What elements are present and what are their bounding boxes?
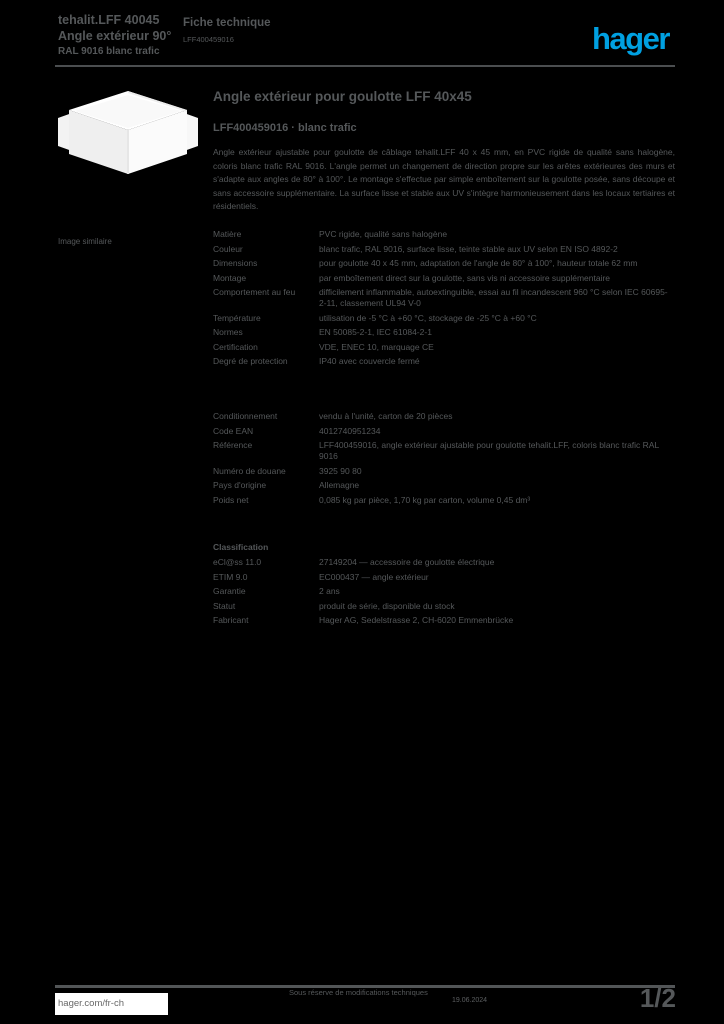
spec-section-logistics: Conditionnement vendu à l'unité, carton d… [213,411,675,509]
spec-value: par emboîtement direct sur la goulotte, … [319,272,611,283]
spec-row: ETIM 9.0 EC000437 — angle extérieur [213,572,675,583]
spec-label: Certification [213,341,258,352]
spec-label: eCl@ss 11.0 [213,557,262,567]
spec-row: Degré de protection IP40 avec couvercle f… [213,356,675,367]
product-image [58,88,198,176]
spec-label: Couleur [213,243,243,254]
footer-website-link[interactable]: hager.com/fr-ch [58,998,124,1009]
product-description: Angle extérieur ajustable pour goulotte … [213,147,675,211]
header-title-block: tehalit.LFF 40045 Angle extérieur 90° RA… [58,13,188,58]
spec-value: Hager AG, Sedelstrasse 2, CH-6020 Emmenb… [319,615,514,625]
spec-label: Température [213,312,261,323]
spec-value: 3925 90 80 [319,465,362,476]
header-title-line3: RAL 9016 blanc trafic [58,46,160,57]
spec-row: Fabricant Hager AG, Sedelstrasse 2, CH-60… [213,615,675,626]
spec-label: Garantie [213,586,246,596]
spec-value: EN 50085-2-1, IEC 61084-2-1 [319,327,432,337]
spec-label: Statut [213,600,236,611]
spec-row: Température utilisation de -5 °C à +60 °C… [213,313,675,324]
spec-section-general: Matière PVC rigide, qualité sans halogène… [213,229,675,371]
spec-label: ETIM 9.0 [213,571,248,582]
spec-row: Montage par emboîtement direct sur la gou… [213,273,675,284]
spec-value: vendu à l'unité, carton de 20 pièces [319,411,453,421]
spec-label: Normes [213,327,243,337]
image-note: Image similaire [58,237,112,246]
spec-value: 27149204 — accessoire de goulotte électr… [319,557,495,567]
spec-value: 2 ans [319,586,340,596]
footer-divider [55,985,675,988]
spec-value: VDE, ENEC 10, marquage CE [319,341,434,352]
product-title: Angle extérieur pour goulotte LFF 40x45 [213,89,472,104]
header-reference: LFF400459016 [183,35,234,44]
spec-label: Poids net [213,494,249,505]
spec-label: Matière [213,229,242,239]
product-subtitle: LFF400459016 · blanc trafic [213,122,357,134]
spec-label: Code EAN [213,425,254,436]
spec-value: difficilement inflammable, autoextinguib… [319,287,668,308]
spec-row: Matière PVC rigide, qualité sans halogène [213,229,675,240]
spec-label: Numéro de douane [213,465,286,476]
spec-label: Pays d'origine [213,480,267,490]
spec-value: 4012740951234 [319,425,381,436]
spec-label: Montage [213,272,247,283]
header-title-line1: tehalit.LFF 40045 [58,13,160,27]
spec-row: Statut produit de série, disponible du st… [213,601,675,612]
spec-value: utilisation de -5 °C à +60 °C, stockage … [319,312,537,323]
spec-label: Référence [213,440,253,450]
spec-section-heading: Classification [213,542,269,552]
spec-row: Référence LFF400459016, angle extérieur a… [213,440,675,462]
spec-value: LFF400459016, angle extérieur ajustable … [319,440,659,461]
footer-website-chip[interactable]: hager.com/fr-ch [55,993,168,1015]
footer-page-number: 1/2 [639,983,676,1013]
spec-row: Code EAN 4012740951234 [213,426,675,437]
spec-row: Garantie 2 ans [213,586,675,597]
spec-row: Pays d'origine Allemagne [213,480,675,491]
spec-value: PVC rigide, qualité sans halogène [319,229,448,239]
corner-piece-illustration [58,91,198,174]
spec-label: Conditionnement [213,411,278,421]
spec-label: Dimensions [213,258,258,268]
spec-value: Allemagne [319,480,360,490]
header-doc-type: Fiche technique [183,17,271,29]
spec-label: Fabricant [213,615,249,625]
header-subtitle-block: Fiche technique LFF400459016 [183,16,303,44]
spec-value: IP40 avec couvercle fermé [319,356,420,366]
spec-row: Certification VDE, ENEC 10, marquage CE [213,342,675,353]
spec-row: Couleur blanc trafic, RAL 9016, surface l… [213,244,675,255]
spec-section-classification: Classification eCl@ss 11.0 27149204 — acce… [213,542,675,630]
spec-label: Degré de protection [213,356,288,366]
footer-date: 19.06.2024 [452,997,488,1004]
hager-logo: hager [592,21,670,56]
spec-row: Comportement au feu difficilement inflamm… [213,287,675,309]
header-title-line2: Angle extérieur 90° [58,28,172,43]
spec-row: eCl@ss 11.0 27149204 — accessoire de goul… [213,557,675,568]
spec-value: pour goulotte 40 x 45 mm, adaptation de … [319,258,638,268]
spec-row: Numéro de douane 3925 90 80 [213,466,675,477]
spec-row: Conditionnement vendu à l'unité, carton d… [213,411,675,422]
spec-value: produit de série, disponible du stock [319,600,455,611]
footer-note: Sous réserve de modifications techniques [289,988,428,997]
spec-row: Normes EN 50085-2-1, IEC 61084-2-1 [213,327,675,338]
spec-row: Poids net 0,085 kg par pièce, 1,70 kg par… [213,495,675,506]
spec-value: 0,085 kg par pièce, 1,70 kg par carton, … [319,494,531,505]
header-divider [55,65,675,67]
spec-label: Comportement au feu [213,287,296,297]
spec-value: blanc trafic, RAL 9016, surface lisse, t… [319,243,618,254]
spec-row: Dimensions pour goulotte 40 x 45 mm, adap… [213,258,675,269]
spec-value: EC000437 — angle extérieur [319,571,429,582]
